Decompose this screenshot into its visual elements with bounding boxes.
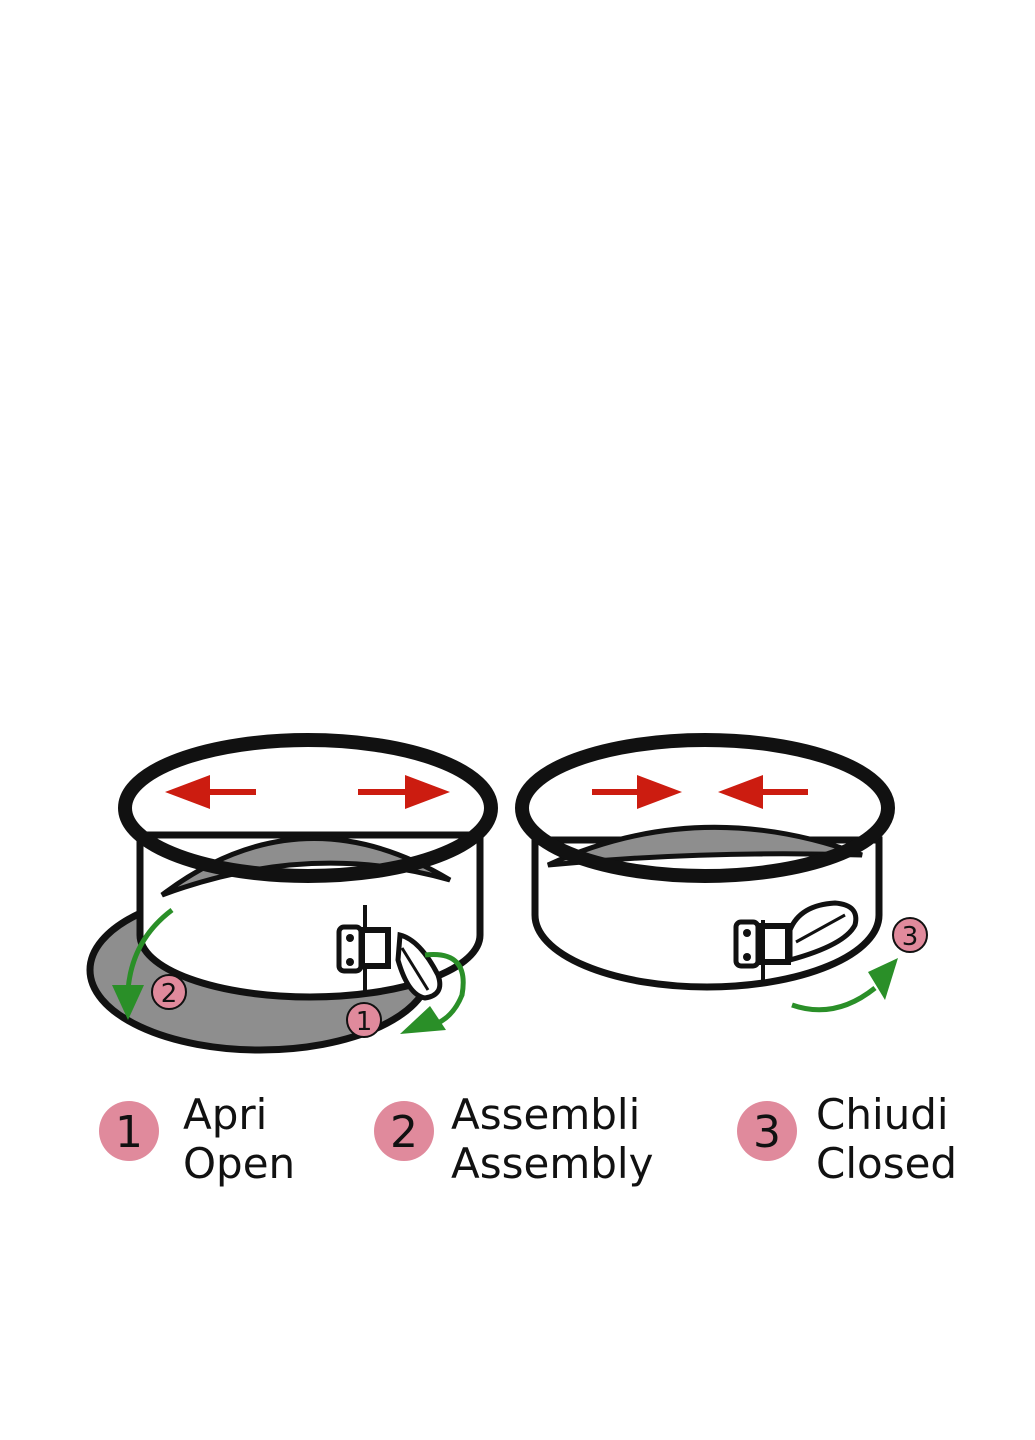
legend-step-assembly: 2 Assembli Assembly [374,1090,653,1188]
open-pan-rim [118,733,498,883]
legend-step-3-number: 3 [753,1107,781,1158]
legend-step-2-italian: Assembli [451,1090,640,1139]
base-drop-arrow [112,908,174,1020]
closed-pan-rim [515,733,895,883]
latch-close-arrow [791,958,898,1013]
legend-step-1-number: 1 [115,1107,143,1158]
open-base-badge-number: 2 [161,979,178,1009]
legend-step-open: 1 Apri Open [99,1090,295,1188]
open-pan-red-arrows [165,775,450,809]
legend-step-closed: 3 Chiudi Closed [737,1090,957,1188]
closed-latch-badge-number: 3 [902,922,919,952]
open-base-badge: 2 [151,974,187,1010]
legend-step-2-english: Assembly [451,1139,653,1188]
legend: 1 Apri Open 2 Assembli Assembly 3 Chiudi… [99,1090,957,1188]
closed-pan-latch [733,900,859,985]
legend-step-3-italian: Chiudi [816,1090,949,1139]
closed-latch-badge: 3 [892,917,928,953]
open-pan-latch [336,905,443,1001]
open-latch-badge-number: 1 [356,1007,373,1037]
legend-step-3-english: Closed [816,1139,957,1188]
closed-pan-red-arrows [592,775,808,809]
closed-pan-inner-base [546,824,863,868]
closed-pan-illustration: 3 [515,733,928,1013]
open-latch-badge: 1 [346,1002,382,1038]
legend-step-1-italian: Apri [183,1090,267,1139]
open-pan-illustration: 2 1 [86,733,498,1054]
latch-open-arrow [400,952,466,1034]
legend-step-1-english: Open [183,1139,295,1188]
legend-step-2-number: 2 [390,1107,418,1158]
